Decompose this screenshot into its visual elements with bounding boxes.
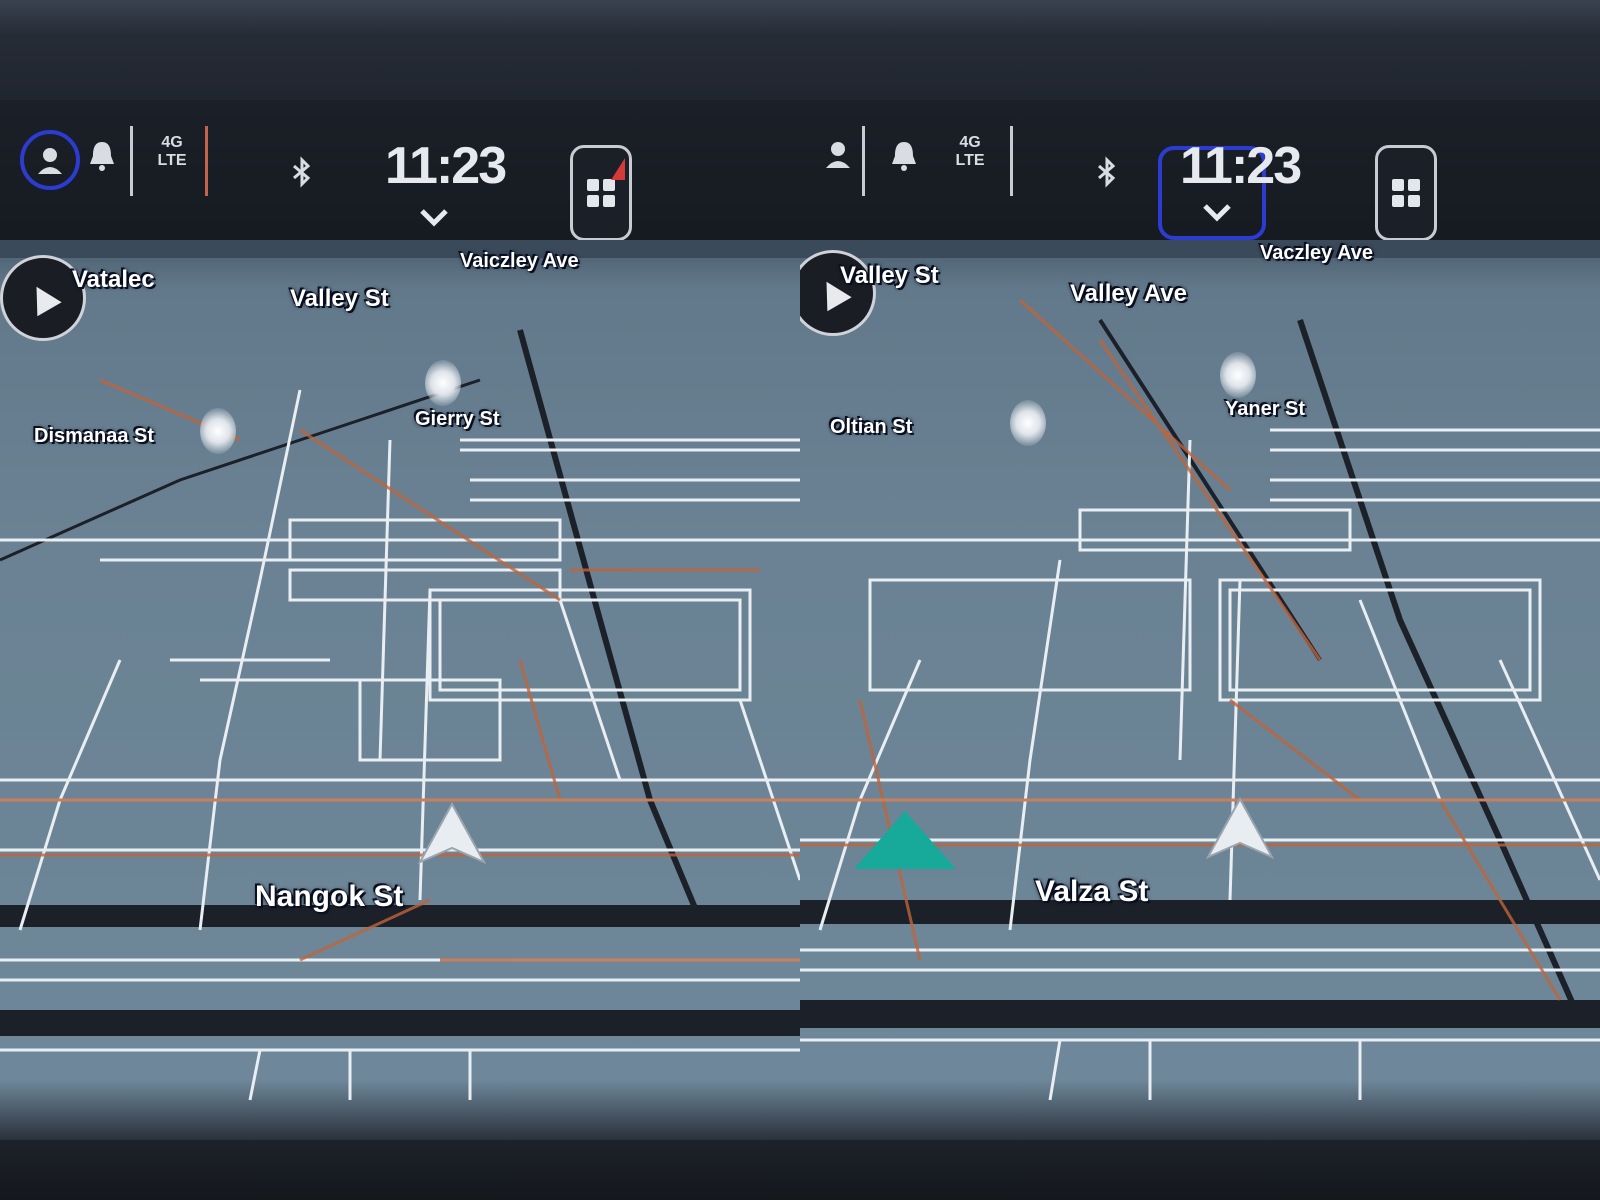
map-street-label: Vatalec xyxy=(72,266,155,293)
bottom-bar xyxy=(800,1140,1600,1200)
apps-grid-icon xyxy=(1392,179,1420,207)
map-street-label: Vaczley Ave xyxy=(1260,242,1374,264)
bottom-bar xyxy=(0,1140,800,1200)
poi-marker[interactable] xyxy=(1220,352,1256,398)
network-label: 4G LTE xyxy=(157,134,187,169)
current-street-label: Nangok St xyxy=(255,880,404,913)
status-divider xyxy=(130,126,133,196)
left-screen: 4G LTE 11:23 xyxy=(0,0,800,1200)
navigation-map[interactable] xyxy=(0,240,800,1140)
bluetooth-icon xyxy=(280,150,324,194)
map-street-label: Valley St xyxy=(290,285,389,312)
bluetooth-icon xyxy=(1085,150,1129,194)
compass-needle-icon xyxy=(24,279,62,317)
right-screen: 4G LTE 11:23 xyxy=(800,0,1600,1200)
apps-grid-icon xyxy=(587,179,615,207)
apps-button[interactable] xyxy=(570,145,632,241)
map-street-label: Dismanaa St xyxy=(34,425,155,447)
status-divider xyxy=(1010,126,1013,196)
status-bar xyxy=(0,100,800,240)
map-street-label: Vaiczley Ave xyxy=(460,250,579,272)
navigation-direction-icon xyxy=(850,805,960,880)
vehicle-position-icon xyxy=(1200,795,1280,870)
clock-focus-ring xyxy=(1158,146,1266,240)
map-street-label: Gierry St xyxy=(415,408,500,430)
clock[interactable]: 11:23 xyxy=(1180,137,1302,195)
chevron-down-icon[interactable] xyxy=(1195,190,1239,234)
compass-button[interactable] xyxy=(800,250,876,336)
notification-flag-icon xyxy=(611,158,625,180)
vehicle-position-icon xyxy=(412,800,492,875)
compass-button[interactable] xyxy=(0,255,86,341)
navigation-map[interactable] xyxy=(800,240,1600,1140)
poi-marker[interactable] xyxy=(425,360,461,406)
poi-marker[interactable] xyxy=(200,408,236,454)
profile-icon[interactable] xyxy=(816,132,860,176)
chevron-down-icon[interactable] xyxy=(412,195,456,239)
map-street-label: Yaner St xyxy=(1225,398,1306,420)
status-divider xyxy=(205,126,208,196)
network-label: 4G LTE xyxy=(955,134,985,169)
status-divider xyxy=(862,126,865,196)
apps-button[interactable] xyxy=(1375,145,1437,241)
map-street-label: Valley Ave xyxy=(1070,280,1187,307)
map-street-label: Oltian St xyxy=(830,416,913,438)
bell-icon[interactable] xyxy=(80,134,124,178)
map-street-label: Valley St xyxy=(840,262,939,289)
current-street-label: Valza St xyxy=(1035,875,1149,908)
bell-icon[interactable] xyxy=(882,134,926,178)
poi-marker[interactable] xyxy=(1010,400,1046,446)
profile-icon[interactable] xyxy=(20,130,80,190)
status-bar xyxy=(800,100,1600,240)
clock: 11:23 xyxy=(385,137,507,195)
